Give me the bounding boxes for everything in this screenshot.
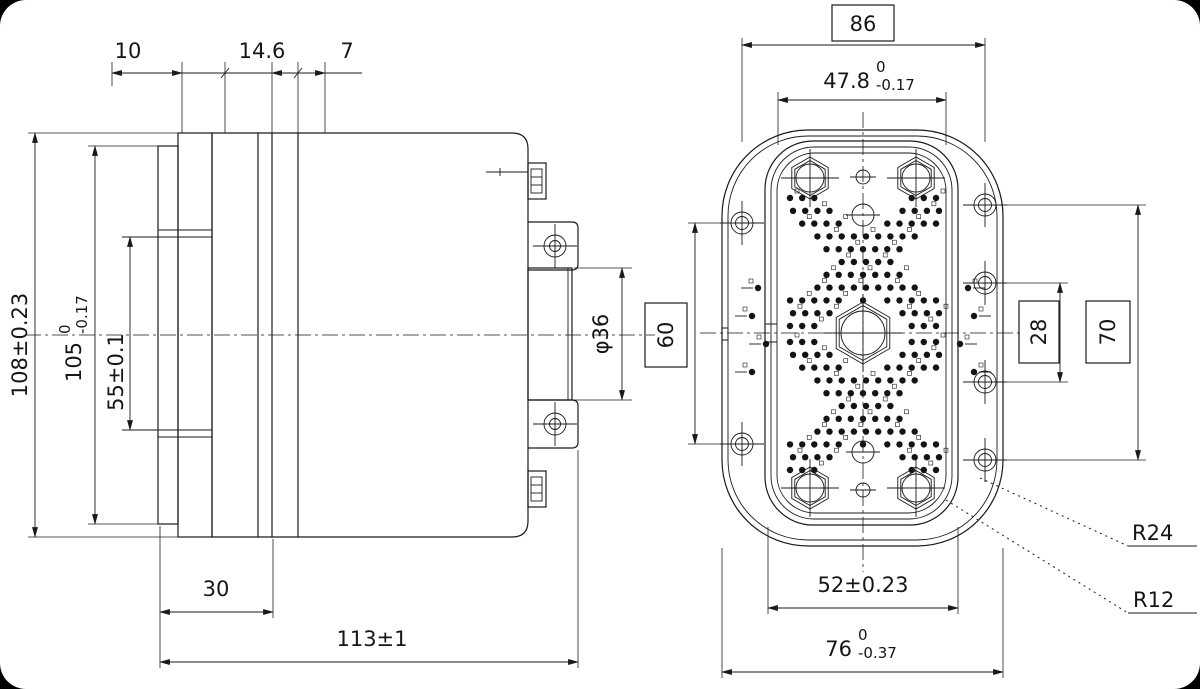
- dim-top-chain: 10 14.6 7: [111, 39, 362, 133]
- dim-76-tol-bottom: -0.37: [858, 644, 897, 662]
- key-notch: [764, 323, 777, 343]
- spigot-phi36: [527, 267, 573, 401]
- dim-phi36: φ36: [574, 267, 632, 401]
- dim-14-6: 14.6: [239, 39, 286, 63]
- left-view-side: 10 14.6 7 108±0.23 105 0 -0.17 55±0.1: [8, 39, 655, 668]
- gasket-plate: [177, 132, 213, 538]
- radius-r24-label: R24: [1132, 521, 1173, 545]
- dim-478-tol-top: 0: [876, 58, 886, 76]
- dim-108: 108±0.23: [8, 132, 180, 538]
- hex-posts: [781, 149, 945, 517]
- dim-478-tol-bottom: -0.17: [876, 76, 915, 94]
- contact-pins: [735, 188, 991, 474]
- leader-r12: R12: [945, 499, 1197, 614]
- dim-55-label: 55±0.1: [104, 333, 128, 411]
- dim-55: 55±0.1: [104, 236, 133, 431]
- dim-30: 30: [159, 526, 274, 668]
- dim-113: 113±1: [159, 450, 579, 668]
- dim-105-value: 105: [62, 342, 86, 382]
- dim-52-label: 52±0.23: [817, 573, 908, 597]
- dim-76-tol-top: 0: [858, 626, 868, 644]
- dim-28: 28: [998, 282, 1068, 383]
- screw-pad-top: [527, 221, 579, 271]
- dim-105: 105 0 -0.17: [56, 145, 158, 525]
- insert-line-3: [776, 152, 947, 514]
- dim-60: 60: [644, 222, 736, 445]
- housing-body: [211, 132, 529, 538]
- dim-76-value: 76: [825, 637, 852, 661]
- latch-tab-top: [486, 162, 547, 200]
- flange-inner-line: [727, 135, 998, 541]
- dim-86-label: 86: [850, 12, 877, 36]
- centerline-circles: [846, 169, 880, 498]
- dim-86: 86: [741, 4, 986, 142]
- flange-outline: [721, 129, 1004, 547]
- insert-line-2: [770, 146, 953, 520]
- dim-7: 7: [340, 39, 353, 63]
- flange-key: [722, 327, 729, 341]
- dim-47-8: 47.8 0 -0.17: [777, 58, 947, 145]
- radius-r12-label: R12: [1133, 588, 1174, 612]
- dim-108-label: 108±0.23: [8, 293, 32, 397]
- dim-52: 52±0.23: [767, 527, 959, 614]
- leader-r24: R24: [979, 477, 1197, 547]
- latch-tab-bottom: [527, 470, 547, 508]
- dim-105-tol-bottom: -0.17: [73, 295, 91, 334]
- dim-28-label: 28: [1027, 319, 1051, 346]
- dim-phi36-label: φ36: [589, 314, 613, 355]
- mounting-holes: [720, 183, 1007, 482]
- dim-10: 10: [115, 39, 142, 63]
- dim-76: 76 0 -0.37: [721, 548, 1004, 678]
- dim-113-label: 113±1: [336, 627, 407, 651]
- dim-60-label: 60: [654, 322, 678, 349]
- dim-478-value: 47.8: [823, 69, 870, 93]
- screw-pad-bottom: [527, 399, 579, 449]
- dim-70: 70: [998, 204, 1146, 461]
- dim-70-label: 70: [1096, 319, 1120, 346]
- right-view-face: 86 47.8 0 -0.17 60 28: [644, 4, 1197, 678]
- dim-30-label: 30: [203, 577, 230, 601]
- dim-105-tol-top: 0: [56, 324, 74, 334]
